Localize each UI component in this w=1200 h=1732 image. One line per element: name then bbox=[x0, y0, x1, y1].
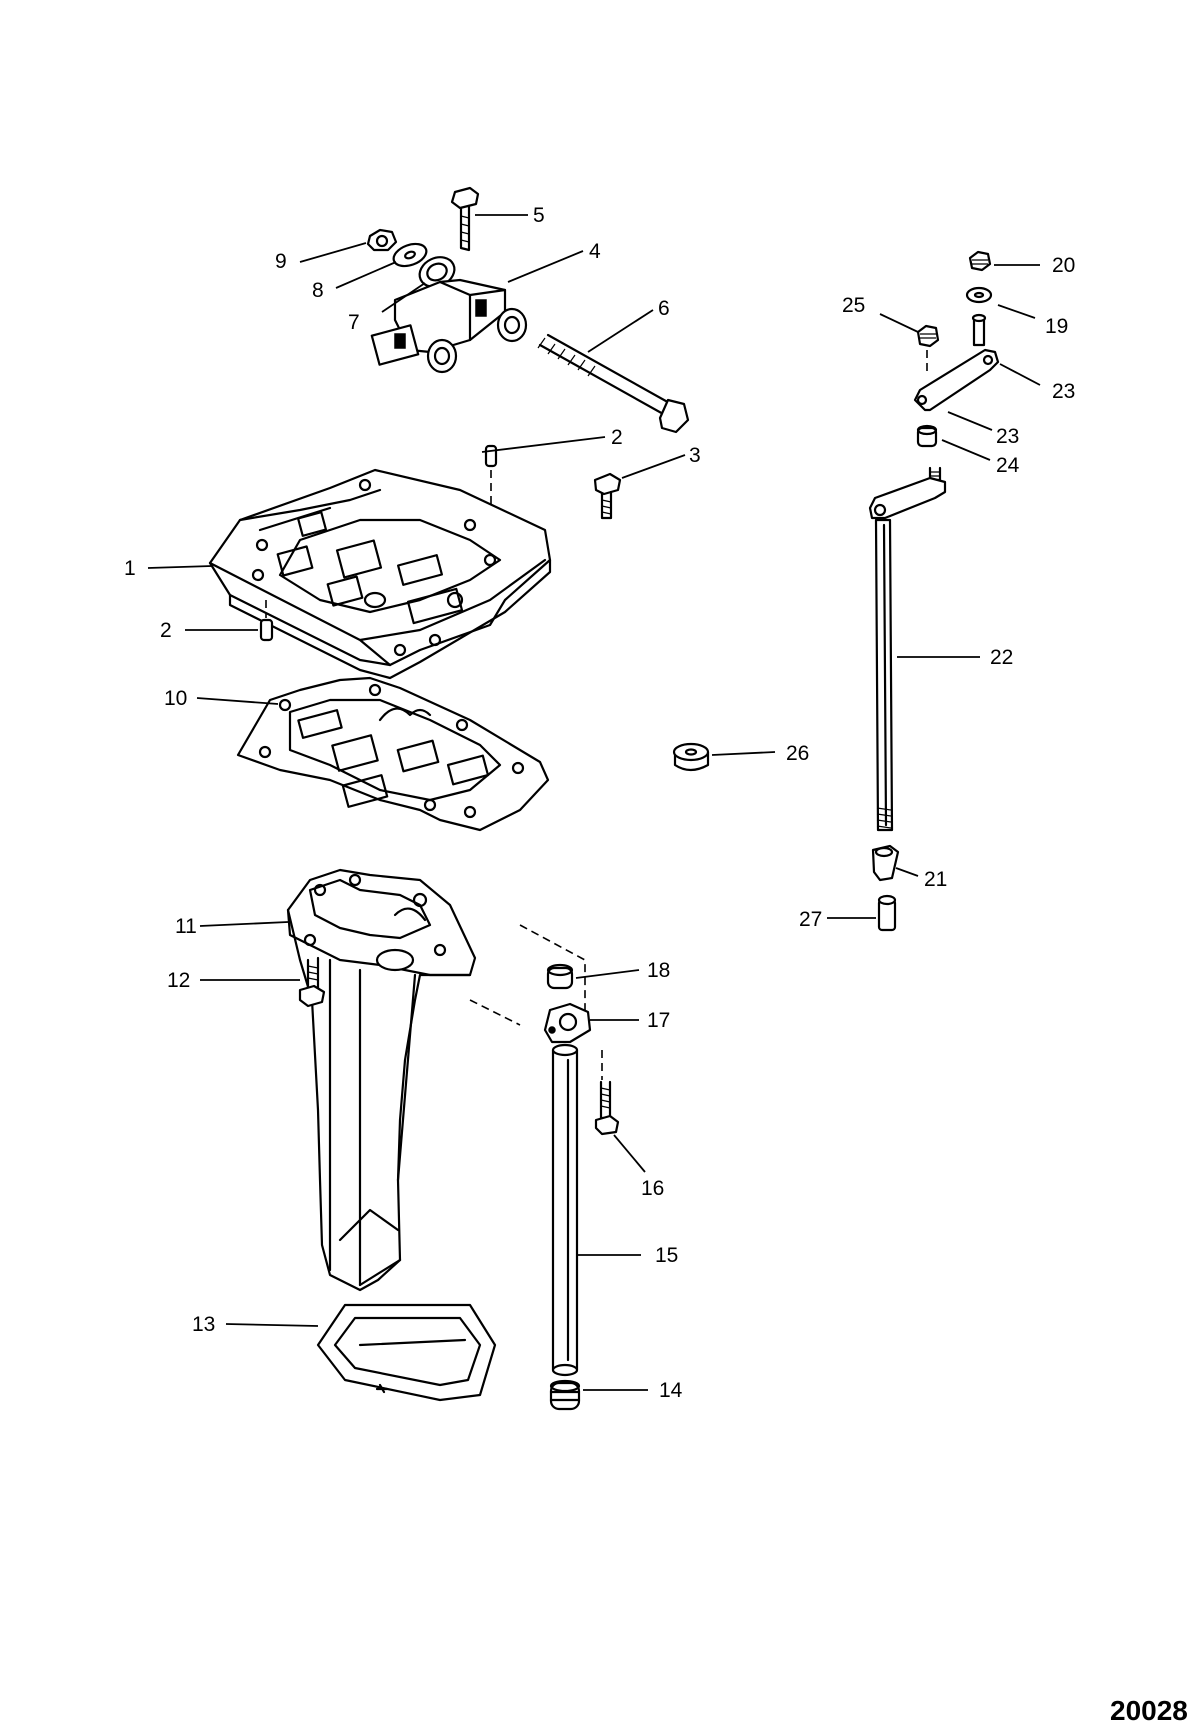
callout-6: 6 bbox=[658, 297, 670, 320]
callout-10: 10 bbox=[164, 687, 187, 710]
callout-11: 11 bbox=[175, 915, 197, 938]
part-2-dowel-lower bbox=[259, 618, 274, 642]
part-21-clip bbox=[871, 844, 900, 882]
callout-12: 12 bbox=[167, 969, 190, 992]
part-18-grommet bbox=[546, 963, 574, 990]
callout-23: 23 bbox=[1052, 380, 1075, 403]
part-11-housing bbox=[286, 868, 477, 1292]
part-23-lever bbox=[913, 313, 1000, 412]
callout-labels: 1 2 2 3 4 5 6 7 8 9 10 11 12 13 14 15 16… bbox=[124, 204, 1075, 1402]
part-9-nut bbox=[366, 228, 398, 252]
part-4-bracket bbox=[370, 278, 528, 374]
callout-17: 17 bbox=[647, 1009, 670, 1032]
callout-14: 14 bbox=[659, 1379, 683, 1402]
callout-15: 15 bbox=[655, 1244, 678, 1267]
part-20-nut bbox=[968, 250, 992, 272]
part-1-adapter-plate bbox=[208, 468, 552, 680]
figure-number: 20028 bbox=[1110, 1695, 1188, 1726]
part-8-washer bbox=[392, 242, 428, 268]
callout-2: 2 bbox=[611, 426, 623, 449]
part-24-bushing bbox=[916, 424, 938, 448]
callout-24: 24 bbox=[996, 454, 1020, 477]
callout-5: 5 bbox=[533, 204, 545, 227]
callout-13: 13 bbox=[192, 1313, 215, 1336]
callout-4: 4 bbox=[589, 240, 601, 263]
part-22-shift-rod bbox=[868, 466, 947, 832]
part-5-bolt bbox=[450, 186, 480, 252]
part-3-bolt bbox=[593, 472, 622, 520]
part-6-shaft bbox=[537, 333, 690, 434]
part-12-bolt bbox=[298, 956, 326, 1008]
part-26-spacer bbox=[672, 742, 710, 772]
part-2-dowel-upper bbox=[484, 444, 498, 468]
part-14-grommet bbox=[549, 1379, 581, 1411]
part-16-screw bbox=[594, 1080, 620, 1136]
callout-9: 9 bbox=[275, 250, 287, 273]
part-25-nut bbox=[916, 324, 940, 348]
callout-23: 23 bbox=[996, 425, 1019, 448]
callout-7: 7 bbox=[348, 311, 360, 334]
part-19-washer bbox=[965, 286, 993, 304]
callout-8: 8 bbox=[312, 279, 324, 302]
callout-22: 22 bbox=[990, 646, 1013, 669]
part-10-gasket bbox=[236, 676, 550, 832]
callout-1: 1 bbox=[124, 557, 136, 580]
part-27-pin bbox=[877, 894, 897, 932]
callout-3: 3 bbox=[689, 444, 701, 467]
callout-2: 2 bbox=[160, 619, 172, 642]
callout-18: 18 bbox=[647, 959, 670, 982]
callout-19: 19 bbox=[1045, 315, 1068, 338]
callout-25: 25 bbox=[842, 294, 865, 317]
part-17-retainer bbox=[543, 1002, 592, 1044]
part-13-seal bbox=[316, 1303, 497, 1402]
callout-27: 27 bbox=[799, 908, 822, 931]
part-15-water-tube bbox=[551, 1043, 579, 1377]
callout-16: 16 bbox=[641, 1177, 664, 1200]
callout-21: 21 bbox=[924, 868, 947, 891]
callout-20: 20 bbox=[1052, 254, 1075, 277]
leader-lines bbox=[147, 214, 1041, 1391]
callout-26: 26 bbox=[786, 742, 809, 765]
